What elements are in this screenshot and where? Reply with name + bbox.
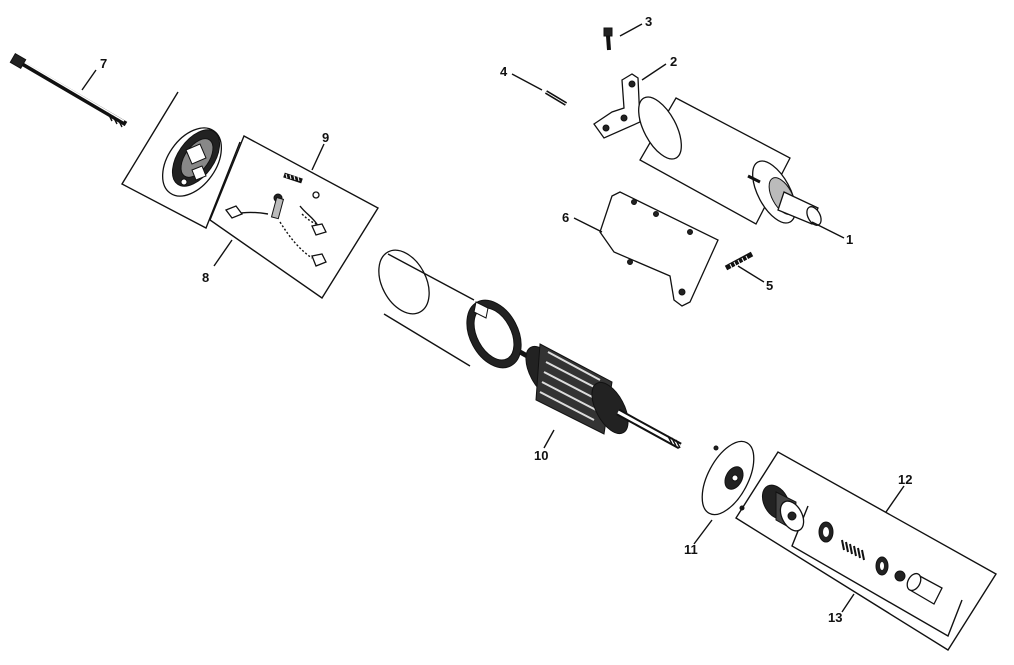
stud-pin <box>544 90 568 106</box>
leader-lines <box>81 23 905 613</box>
callout-9: 9 <box>322 130 329 145</box>
callout-8: 8 <box>202 270 209 285</box>
callout-6: 6 <box>562 210 569 225</box>
motor-frame <box>376 249 522 370</box>
end-cap-kit-box <box>121 91 379 299</box>
starter-motor-assembly <box>638 96 822 226</box>
commutator-end-cap <box>161 127 223 197</box>
callout-5: 5 <box>766 278 773 293</box>
drive-kit-box <box>735 451 997 651</box>
callout-2: 2 <box>670 54 677 69</box>
callout-10: 10 <box>534 448 548 463</box>
armature <box>518 343 682 450</box>
mounting-bracket-large <box>599 191 719 307</box>
brush-kit <box>224 172 327 267</box>
screw <box>603 27 613 51</box>
callout-13: 13 <box>828 610 842 625</box>
callout-1: 1 <box>846 232 853 247</box>
callout-3: 3 <box>645 14 652 29</box>
callout-11: 11 <box>684 542 698 557</box>
mounting-bracket-small <box>593 73 641 139</box>
drive-end-cap <box>701 440 755 516</box>
callout-12: 12 <box>898 472 912 487</box>
callout-7: 7 <box>100 56 107 71</box>
pinion-gear <box>761 484 805 532</box>
drive-parts <box>818 521 943 605</box>
through-bolt <box>9 52 128 128</box>
spring <box>724 251 754 271</box>
callout-4: 4 <box>500 64 508 79</box>
